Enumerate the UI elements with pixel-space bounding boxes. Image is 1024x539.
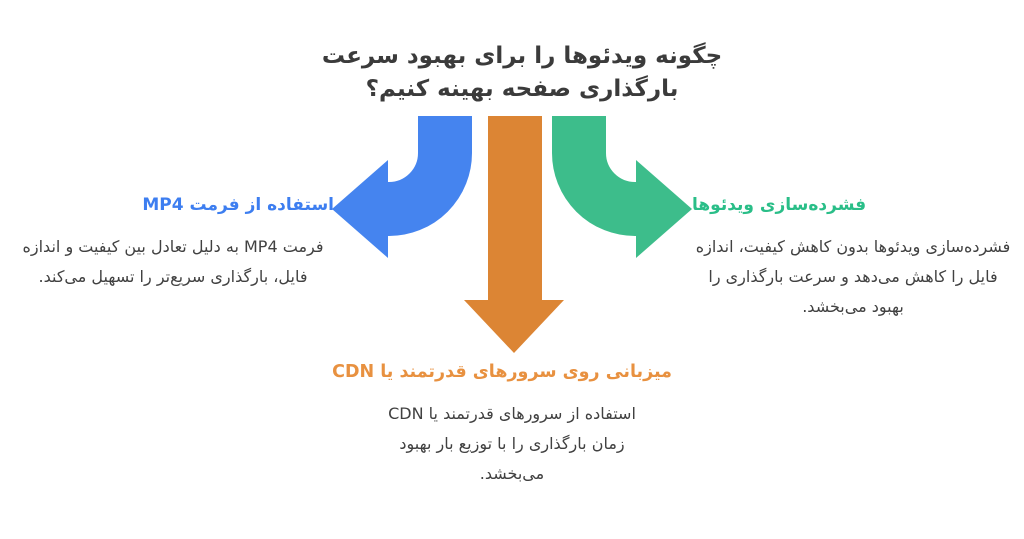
section-video-compression: فشرده‌سازی ویدئوها فشرده‌سازی ویدئوها بد… [692, 194, 1014, 322]
section-mp4-heading: استفاده از فرمت MP4 [142, 195, 334, 215]
section-mp4-format: استفاده از فرمت MP4 فرمت MP4 به دلیل تعا… [12, 194, 335, 292]
curved-arrow-right-icon [552, 116, 692, 258]
section-compression-heading: فشرده‌سازی ویدئوها [692, 195, 867, 215]
section-cdn-body: استفاده از سرورهای قدرتمند یا CDN زمان ب… [388, 404, 636, 483]
section-compression-body: فشرده‌سازی ویدئوها بدون کاهش کیفیت، اندا… [695, 237, 1011, 316]
curved-arrow-left-icon [332, 116, 472, 258]
down-arrow-icon [464, 116, 564, 353]
section-mp4-body: فرمت MP4 به دلیل تعادل بین کیفیت و انداز… [22, 237, 324, 286]
section-cdn-hosting: میزبانی روی سرورهای قدرتمند یا CDN استفا… [332, 361, 672, 489]
page-title: چگونه ویدئوها را برای بهبود سرعت بارگذار… [321, 43, 723, 102]
section-cdn-heading: میزبانی روی سرورهای قدرتمند یا CDN [332, 362, 672, 382]
